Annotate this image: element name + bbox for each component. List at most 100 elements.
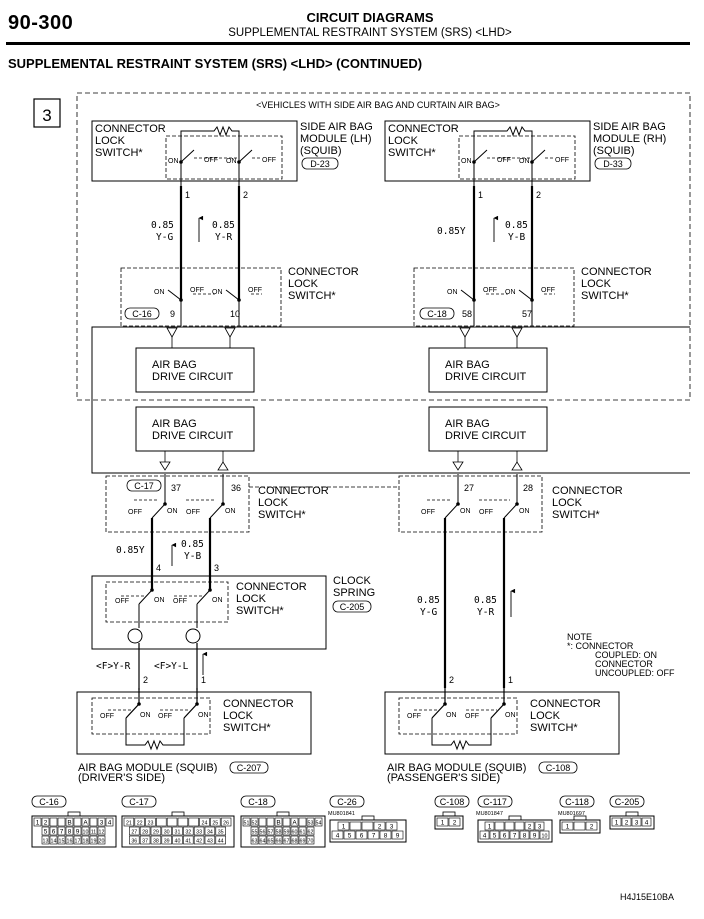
wire-label: 0.85Y (437, 226, 466, 237)
switch-on: ON (460, 508, 471, 515)
switch-off: OFF (465, 713, 479, 720)
lock-label-1: CONNECTOR (258, 485, 329, 497)
pin-number: 2 (243, 190, 248, 200)
connector-pin: 10 (542, 833, 548, 839)
switch-off: OFF (115, 598, 129, 605)
switch-off: OFF (190, 287, 204, 294)
pin-number: 2 (143, 675, 148, 685)
connector-pin: 65 (268, 838, 274, 844)
connector-id: C-17 (134, 481, 154, 491)
switch-on: ON (505, 712, 516, 719)
connector-pin: 51 (244, 820, 250, 826)
connector-pin: 31 (175, 829, 181, 835)
drive-circuit-rh-upper: AIR BAG DRIVE CIRCUIT (428, 347, 548, 393)
connector-id: D-33 (603, 159, 623, 169)
switch-on: ON (447, 289, 458, 296)
vehicle-note: <VEHICLES WITH SIDE AIR BAG AND CURTAIN … (256, 100, 500, 110)
switch-on: ON (167, 508, 178, 515)
switch-off: OFF (555, 157, 569, 164)
lock-label-1: CONNECTOR (530, 698, 601, 710)
driver-harness: <F>Y-R <F>Y-L 2 1 (96, 651, 208, 685)
connector-pin: 16 (67, 838, 73, 844)
pin-number: 27 (464, 483, 474, 493)
connector-pin: 69 (300, 838, 306, 844)
connector-pin: 40 (175, 838, 181, 844)
drive-circuit-label: AIR BAG (445, 359, 490, 371)
connector-face-id: C-117 (483, 797, 507, 807)
switch-on: ON (226, 158, 237, 165)
wire-color: Y-B (184, 551, 201, 562)
page-subtitle: SUPPLEMENTAL RESTRAINT SYSTEM (SRS) <LHD… (228, 27, 512, 39)
module-label-1: SIDE AIR BAG (300, 121, 373, 133)
wire-label: <F>Y-R (96, 661, 131, 672)
pin-number: 9 (170, 309, 175, 319)
connector-pin: 43 (207, 838, 213, 844)
switch-off: OFF (421, 509, 435, 516)
connector-pin: 37 (142, 838, 148, 844)
connector-pin: 1 (488, 823, 492, 830)
connector-pin: 61 (300, 829, 306, 835)
connector-part-number: MU801697 (558, 811, 585, 817)
connector-pin: 52 (252, 820, 258, 826)
clock-spring-label: CLOCK (333, 575, 372, 587)
connector-pin: 17 (75, 838, 81, 844)
connector-pin: 10 (83, 829, 89, 835)
connector-pin: 1 (615, 819, 619, 826)
note-line: UNCOUPLED: OFF (595, 668, 675, 678)
connector-id: C-207 (237, 763, 262, 773)
connector-id: D-23 (310, 159, 330, 169)
module-label-3: (SQUIB) (593, 145, 635, 157)
switch-off: OFF (262, 157, 276, 164)
lock-label-1: CONNECTOR (388, 123, 459, 135)
module-label-1: AIR BAG MODULE (SQUIB) (78, 762, 217, 774)
connector-pin: 8 (68, 828, 72, 835)
driver-airbag-module: OFF ON OFF ON CONNECTOR LOCK SWITCH* AIR… (76, 688, 312, 784)
connector-pin: 9 (533, 832, 537, 839)
connector-pin: 29 (153, 829, 159, 835)
connector-pin: 5 (44, 828, 48, 835)
connector-pin: 4 (483, 832, 487, 839)
pin-number: 4 (156, 563, 161, 573)
connector-face-id: C-205 (615, 797, 640, 807)
connector-pin: 1 (36, 819, 40, 826)
module-label-1: SIDE AIR BAG (593, 121, 666, 133)
drive-circuit-lh-lower: AIR BAG DRIVE CIRCUIT (135, 406, 255, 471)
lock-label-1: CONNECTOR (552, 485, 623, 497)
note-line: CONNECTOR (595, 659, 653, 669)
connector-pin: 2 (528, 823, 532, 830)
wire-size: 0.85 (474, 595, 497, 606)
connector-pin: 6 (503, 832, 507, 839)
switch-on: ON (225, 508, 236, 515)
pin-number: 10 (230, 309, 240, 319)
connector-pin: 14 (51, 838, 57, 844)
connector-pin: 1 (342, 823, 346, 830)
wire-color: Y-R (215, 232, 232, 243)
connector-pin: 7 (372, 832, 376, 839)
switch-off: OFF (407, 713, 421, 720)
connector-pin: 8 (384, 832, 388, 839)
connector-pin: 36 (131, 838, 137, 844)
connector-pin: 3 (100, 819, 104, 826)
connector-pin: 58 (276, 829, 282, 835)
vehicle-group-frame (76, 92, 691, 401)
switch-off: OFF (248, 287, 262, 294)
connector-pin: 22 (137, 820, 143, 826)
page-title: CIRCUIT DIAGRAMS (306, 10, 434, 25)
connector-pin: 59 (284, 829, 290, 835)
pin-number: 28 (523, 483, 533, 493)
connector-id: C-18 (427, 309, 447, 319)
connector-pin: 62 (308, 829, 314, 835)
side-airbag-lh: CONNECTOR LOCK SWITCH* ON OFF ON OFF SID… (91, 120, 373, 186)
connector-face-id: C-118 (565, 797, 589, 807)
connector-pin: 2 (44, 819, 48, 826)
module-label-2: MODULE (LH) (300, 133, 372, 145)
connector-pin: 24 (202, 820, 208, 826)
wire-size: 0.85 (505, 220, 528, 231)
pin-number: 37 (171, 483, 181, 493)
passenger-airbag-module: OFF ON OFF ON CONNECTOR LOCK SWITCH* AIR… (384, 688, 620, 784)
drive-circuit-label: DRIVE CIRCUIT (152, 430, 234, 442)
